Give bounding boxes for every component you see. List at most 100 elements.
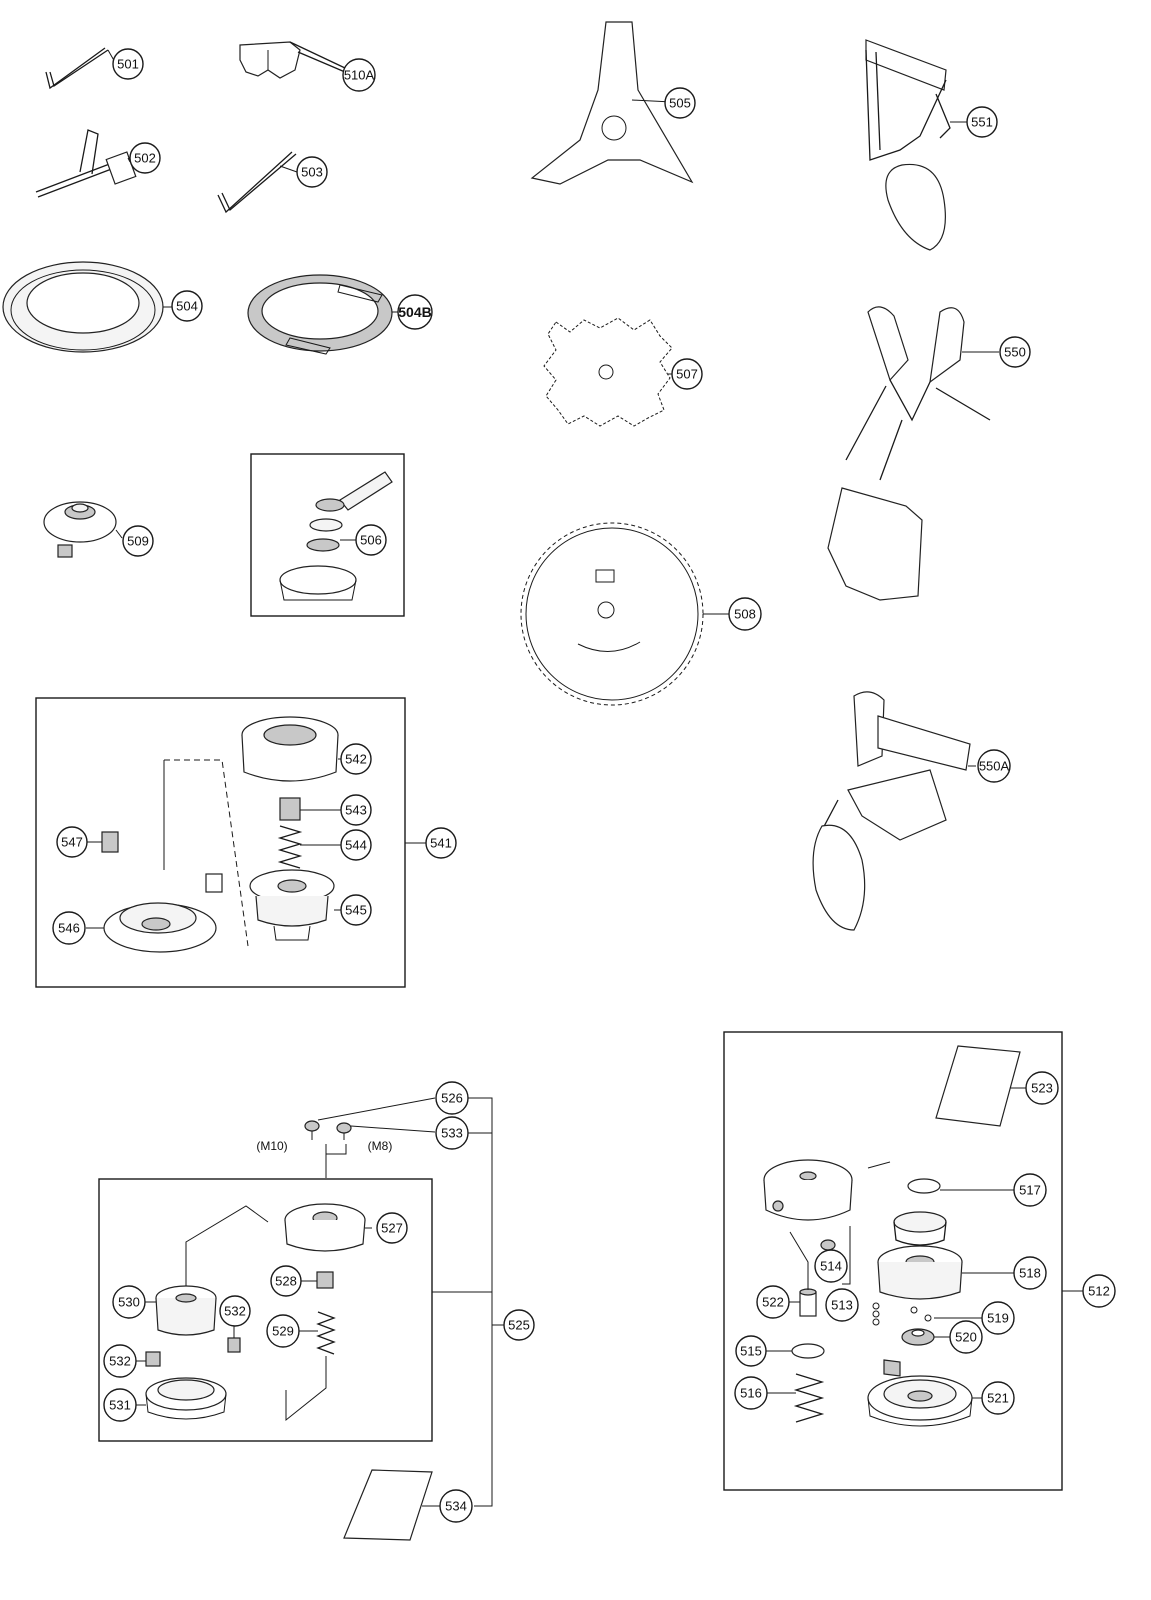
callout-501[interactable]: 501 bbox=[112, 48, 144, 80]
svg-text:509: 509 bbox=[127, 534, 149, 549]
callout-504[interactable]: 504 bbox=[171, 290, 203, 322]
svg-text:542: 542 bbox=[345, 752, 367, 767]
nut-543 bbox=[279, 797, 341, 821]
svg-text:515: 515 bbox=[740, 1344, 762, 1359]
callout-528[interactable]: 528 bbox=[270, 1265, 302, 1297]
callout-542[interactable]: 542 bbox=[340, 743, 372, 775]
callout-514[interactable]: 514 bbox=[814, 1249, 848, 1283]
callout-508[interactable]: 508 bbox=[728, 597, 762, 631]
svg-text:533: 533 bbox=[441, 1126, 463, 1141]
svg-text:518: 518 bbox=[1019, 1266, 1041, 1281]
spool-545 bbox=[249, 869, 341, 941]
eight-tooth-blade-507 bbox=[543, 317, 673, 427]
callout-512[interactable]: 512 bbox=[1082, 1274, 1116, 1308]
spring-529 bbox=[285, 1311, 336, 1422]
svg-text:543: 543 bbox=[345, 803, 367, 818]
callout-543[interactable]: 543 bbox=[340, 794, 372, 826]
svg-text:546: 546 bbox=[58, 921, 80, 936]
callout-550A[interactable]: 550A bbox=[977, 749, 1011, 783]
cap-527 bbox=[284, 1203, 372, 1252]
callout-510A[interactable]: 510A bbox=[342, 58, 376, 92]
note-m8: (M8) bbox=[368, 1139, 393, 1153]
callout-534[interactable]: 534 bbox=[439, 1489, 473, 1523]
box-525 bbox=[98, 1178, 433, 1442]
svg-text:527: 527 bbox=[381, 1221, 403, 1236]
callout-502[interactable]: 502 bbox=[129, 142, 161, 174]
callout-520[interactable]: 520 bbox=[949, 1320, 983, 1354]
callout-545[interactable]: 545 bbox=[340, 894, 372, 926]
callout-515[interactable]: 515 bbox=[735, 1335, 767, 1367]
callout-505[interactable]: 505 bbox=[664, 87, 696, 119]
clip-532b bbox=[136, 1351, 161, 1367]
callout-544[interactable]: 544 bbox=[340, 829, 372, 861]
washer-515 bbox=[766, 1343, 825, 1359]
spring-544 bbox=[277, 825, 341, 869]
svg-text:512: 512 bbox=[1088, 1284, 1110, 1299]
callout-533[interactable]: 533 bbox=[435, 1116, 469, 1150]
svg-text:534: 534 bbox=[445, 1499, 467, 1514]
bolt-526 bbox=[304, 1120, 320, 1140]
svg-text:547: 547 bbox=[61, 835, 83, 850]
callout-541[interactable]: 541 bbox=[425, 827, 457, 859]
svg-text:505: 505 bbox=[669, 96, 691, 111]
svg-text:550A: 550A bbox=[979, 759, 1010, 774]
guard-ring-504 bbox=[2, 261, 172, 353]
svg-text:529: 529 bbox=[272, 1324, 294, 1339]
callout-517[interactable]: 517 bbox=[1013, 1173, 1047, 1207]
svg-text:504B: 504B bbox=[398, 304, 431, 320]
callout-507[interactable]: 507 bbox=[671, 358, 703, 390]
box-wrench-502 bbox=[35, 129, 137, 198]
callout-516[interactable]: 516 bbox=[734, 1376, 768, 1410]
callout-525[interactable]: 525 bbox=[503, 1309, 535, 1341]
svg-text:517: 517 bbox=[1019, 1183, 1041, 1198]
saw-blade-508 bbox=[520, 522, 729, 706]
callout-504B[interactable]: 504B bbox=[397, 294, 433, 330]
svg-text:504: 504 bbox=[176, 299, 198, 314]
callout-527[interactable]: 527 bbox=[376, 1212, 408, 1244]
callout-529[interactable]: 529 bbox=[266, 1314, 300, 1348]
spool-518 bbox=[877, 1211, 1014, 1300]
callout-526[interactable]: 526 bbox=[435, 1081, 469, 1115]
callout-531[interactable]: 531 bbox=[103, 1388, 137, 1422]
hex-key-501 bbox=[45, 47, 117, 90]
callout-506[interactable]: 506 bbox=[355, 524, 387, 556]
harness-550A bbox=[812, 691, 976, 931]
svg-text:528: 528 bbox=[275, 1274, 297, 1289]
callout-519[interactable]: 519 bbox=[981, 1301, 1015, 1335]
spool-530 bbox=[145, 1205, 269, 1336]
manual-534 bbox=[343, 1469, 440, 1541]
svg-text:520: 520 bbox=[955, 1330, 977, 1345]
callout-522[interactable]: 522 bbox=[756, 1285, 790, 1319]
svg-text:513: 513 bbox=[831, 1298, 853, 1313]
callout-509[interactable]: 509 bbox=[122, 525, 154, 557]
svg-text:530: 530 bbox=[118, 1295, 140, 1310]
callout-550[interactable]: 550 bbox=[999, 336, 1031, 368]
callout-547[interactable]: 547 bbox=[56, 826, 88, 858]
svg-text:532: 532 bbox=[224, 1304, 246, 1319]
blade-fitting-506 bbox=[279, 471, 393, 601]
callout-513[interactable]: 513 bbox=[825, 1288, 859, 1322]
base-531 bbox=[136, 1377, 227, 1420]
callout-518[interactable]: 518 bbox=[1013, 1256, 1047, 1290]
nut-528 bbox=[301, 1271, 334, 1289]
callout-546[interactable]: 546 bbox=[52, 911, 86, 945]
svg-text:541: 541 bbox=[430, 836, 452, 851]
svg-text:519: 519 bbox=[987, 1311, 1009, 1326]
callout-551[interactable]: 551 bbox=[966, 106, 998, 138]
callout-532a[interactable]: 532 bbox=[219, 1295, 251, 1327]
eyelet-517 bbox=[907, 1178, 1014, 1194]
spool-base-546 bbox=[86, 759, 249, 953]
svg-text:510A: 510A bbox=[344, 68, 375, 83]
callout-532b[interactable]: 532 bbox=[103, 1344, 137, 1378]
svg-text:551: 551 bbox=[971, 115, 993, 130]
callout-503[interactable]: 503 bbox=[296, 156, 328, 188]
callout-523[interactable]: 523 bbox=[1025, 1071, 1059, 1105]
callout-530[interactable]: 530 bbox=[112, 1285, 146, 1319]
svg-text:503: 503 bbox=[301, 165, 323, 180]
balls-519 bbox=[872, 1302, 982, 1326]
callout-521[interactable]: 521 bbox=[981, 1381, 1015, 1415]
shoulder-strap-551 bbox=[865, 39, 967, 251]
svg-text:545: 545 bbox=[345, 903, 367, 918]
spring-516 bbox=[766, 1373, 825, 1423]
